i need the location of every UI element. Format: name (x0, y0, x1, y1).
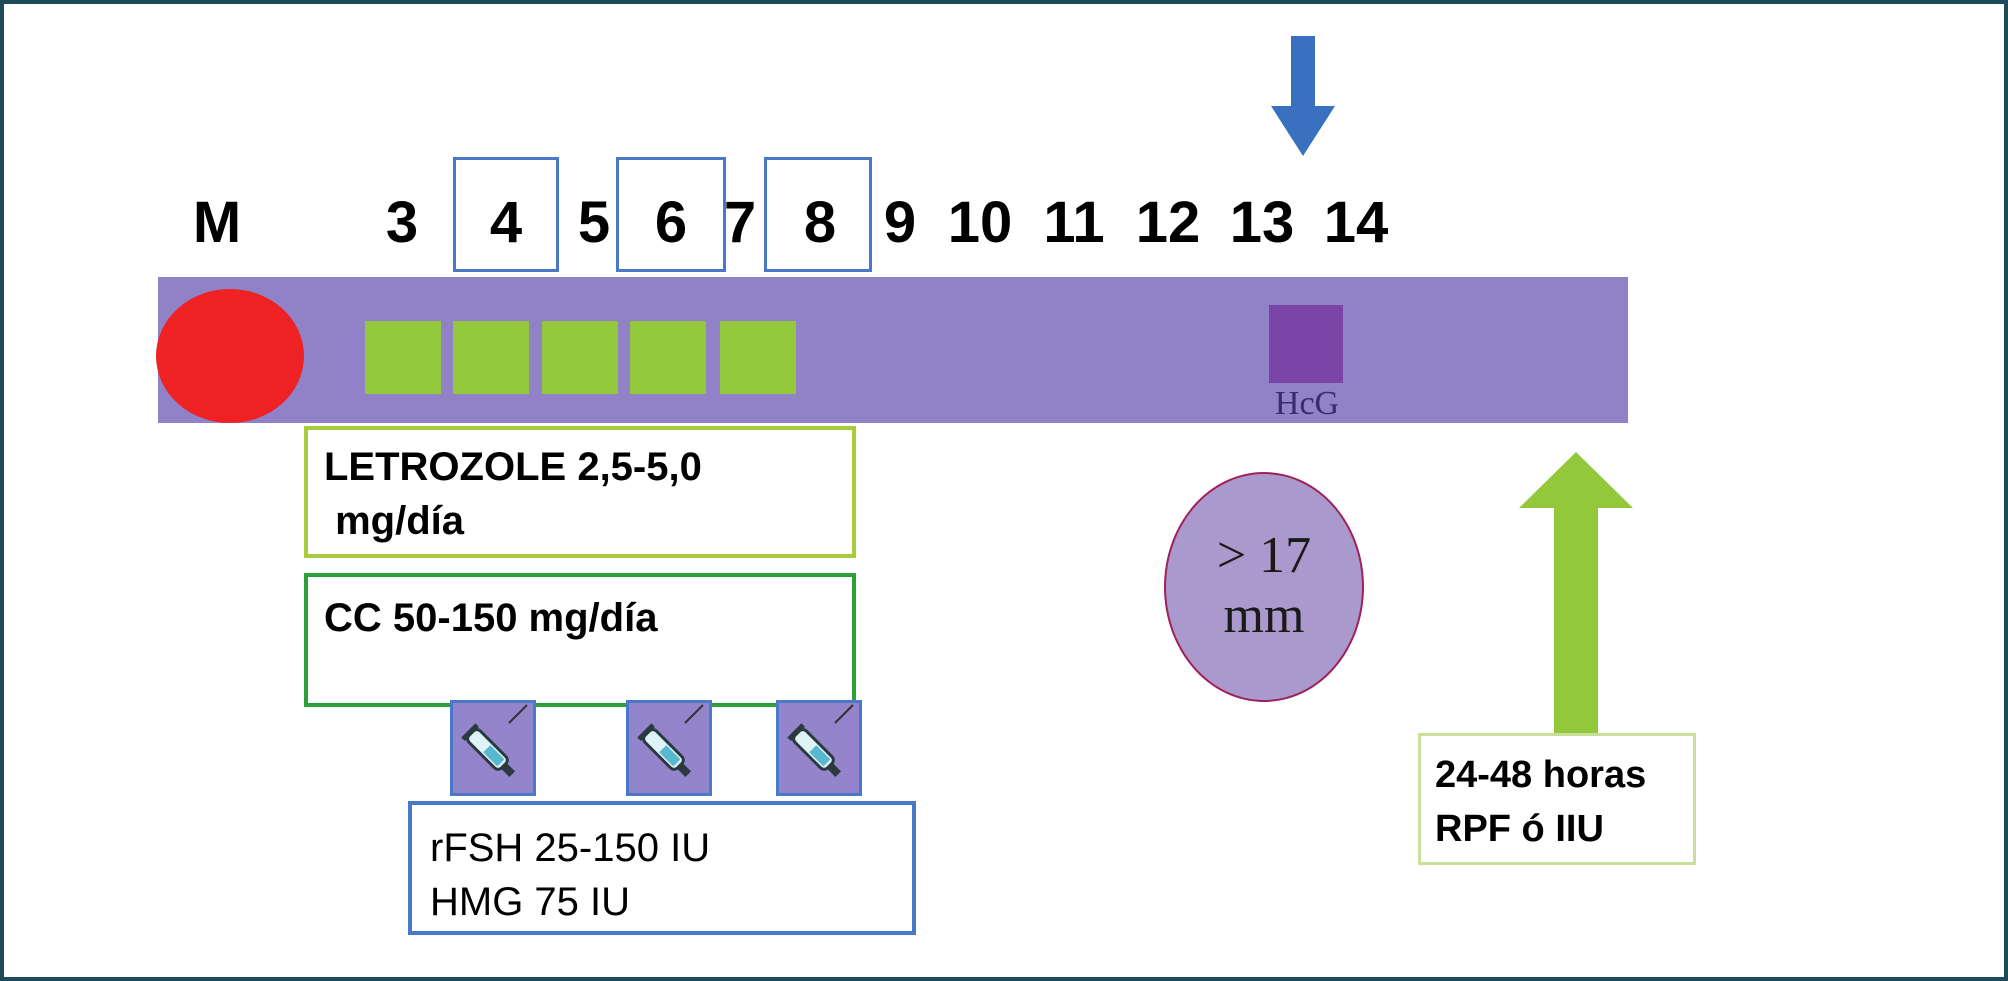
menses-dot (156, 289, 304, 423)
day-number: 11 (1043, 190, 1105, 255)
timing-text-line1: 24-48 horas (1435, 754, 1647, 796)
syringe-icon (637, 704, 704, 778)
day-number: 13 (1229, 190, 1295, 255)
follicle-size-unit: mm (1223, 587, 1305, 644)
day-number: 12 (1135, 190, 1201, 255)
day-number: 9 (883, 190, 917, 255)
day-number: 4 (489, 190, 523, 255)
pill-day-square (542, 321, 618, 394)
hcg-square (1269, 305, 1343, 383)
syringe-icon-box (626, 700, 712, 796)
day-box-6 (616, 157, 726, 272)
syringe-icon (461, 704, 528, 778)
timing-text-line2: RPF ó IIU (1435, 808, 1604, 850)
day-number: 7 (723, 190, 757, 255)
gonadotropins-box: rFSH 25-150 IU HMG 75 IU (408, 801, 916, 935)
gonadotropins-text-line1: rFSH 25-150 IU (430, 826, 711, 870)
hcg-label: HcG (1274, 385, 1340, 422)
day-number: 8 (803, 190, 837, 255)
day-number: 5 (577, 190, 611, 255)
day-box-8 (764, 157, 872, 272)
letrozole-box: LETROZOLE 2,5-5,0 mg/día (304, 426, 856, 558)
follicle-size-value: > 17 (1216, 527, 1312, 584)
day-number: 14 (1323, 190, 1389, 255)
insemination-timing-arrow (1519, 452, 1633, 740)
clomiphene-box: CC 50-150 mg/día (304, 573, 856, 707)
timing-box: 24-48 horas RPF ó IIU (1418, 733, 1696, 865)
clomiphene-text: CC 50-150 mg/día (324, 596, 658, 640)
syringe-icon (787, 704, 854, 778)
day-number: 10 (947, 190, 1013, 255)
hcg-trigger-arrow (1271, 36, 1335, 156)
day-number: 6 (654, 190, 688, 255)
pill-day-square (630, 321, 706, 394)
letrozole-text-line1: LETROZOLE 2,5-5,0 (324, 445, 702, 489)
day-box-4 (453, 157, 559, 272)
pill-day-square (365, 321, 441, 394)
letrozole-text-line2: mg/día (324, 499, 465, 543)
syringe-icon-box (450, 700, 536, 796)
pill-day-square (720, 321, 796, 394)
menstruation-label: M (192, 190, 242, 255)
follicle-size-circle: > 17 mm (1164, 472, 1364, 702)
day-number: 3 (385, 190, 419, 255)
gonadotropins-text-line2: HMG 75 IU (430, 880, 631, 924)
pill-day-square (453, 321, 529, 394)
syringe-icon-box (776, 700, 862, 796)
